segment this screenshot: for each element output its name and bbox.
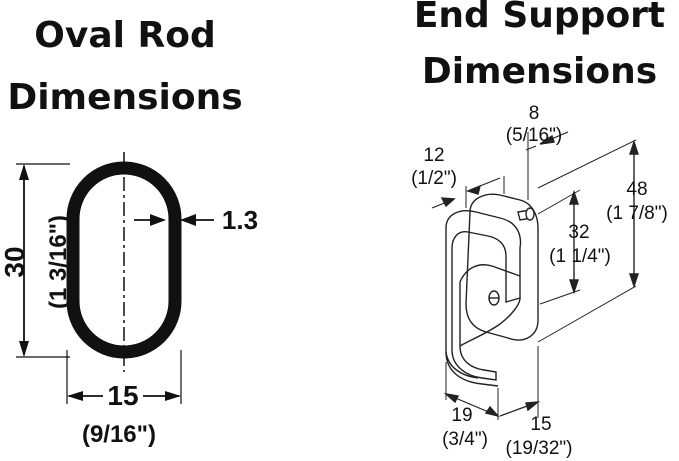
oval-width-in: (9/16") xyxy=(82,421,156,448)
end-slot-in: (1 1/4") xyxy=(549,246,611,267)
end-depth-in: (19/32") xyxy=(506,438,573,459)
oval-wall-mm: 1.3 xyxy=(222,205,258,235)
oval-rod-title-line2: Dimensions xyxy=(7,77,243,118)
end-depth-mm: 15 xyxy=(530,414,551,435)
end-base-in: (3/4") xyxy=(442,429,488,450)
oval-rod-title-line1: Oval Rod xyxy=(34,15,216,56)
end-base-mm: 19 xyxy=(451,405,472,426)
end-flange-mm: 12 xyxy=(423,145,444,166)
end-support-backplate xyxy=(465,193,539,341)
end-support-title-line2: Dimensions xyxy=(421,51,658,92)
end-height-in: (1 7/8") xyxy=(606,203,668,224)
end-height-mm: 48 xyxy=(626,179,647,200)
oval-height-mm: 30 xyxy=(0,246,30,277)
oval-width-mm: 15 xyxy=(107,380,138,411)
end-slot-mm: 32 xyxy=(568,222,589,243)
end-support-drawing xyxy=(431,131,639,420)
oval-rod-drawing: 30 (1 3/16") 1.3 15 (9/16") xyxy=(0,152,258,448)
oval-height-in: (1 3/16") xyxy=(45,215,72,309)
end-top-mm: 8 xyxy=(529,103,540,124)
end-top-in: (5/16") xyxy=(506,125,562,146)
end-flange-in: (1/2") xyxy=(411,168,457,189)
end-support-cup xyxy=(445,210,522,381)
end-support-title-line1: End Support xyxy=(413,0,666,36)
